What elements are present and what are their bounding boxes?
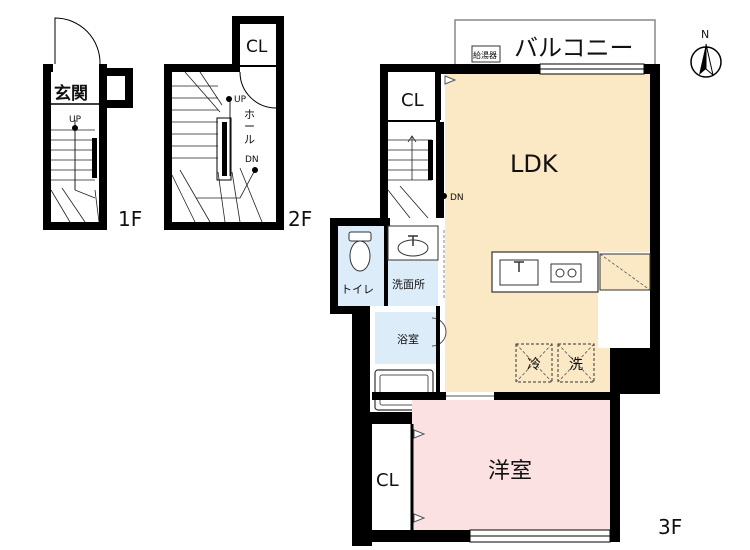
closet-bottom	[372, 424, 412, 530]
f2-closet-label: CL	[246, 37, 268, 57]
compass: N	[690, 28, 722, 78]
western-room-label: 洋室	[488, 459, 532, 484]
f2-down-label: DN	[245, 155, 259, 165]
stove-icon	[550, 263, 582, 283]
closet-top-label: CL	[401, 90, 424, 111]
f2-floor-label: 2F	[288, 207, 312, 231]
fridge-label: 冷	[527, 357, 541, 373]
ldk-label: LDK	[510, 150, 559, 178]
f2-hall-label-1: ホ	[244, 108, 255, 121]
bath-label: 浴室	[397, 332, 419, 346]
f2-hall-label-3: ル	[244, 133, 255, 146]
compass-north-label: N	[701, 28, 709, 41]
f1-up-label: UP	[69, 115, 82, 125]
compass-arrow-icon	[699, 44, 706, 75]
f3-down-marker-icon	[441, 193, 447, 199]
floor-1f: 玄関 UP 1F	[43, 17, 142, 231]
bath-room	[375, 312, 438, 364]
f3-down-label: DN	[450, 193, 464, 203]
f1-stairs	[50, 120, 100, 223]
f1-entrance-label: 玄関	[54, 83, 88, 104]
washer-space	[557, 343, 595, 383]
f1-up-marker-icon	[72, 125, 78, 131]
f1-floor-label: 1F	[118, 207, 142, 231]
toilet-icon	[349, 240, 371, 272]
f2-up-marker-icon	[226, 96, 232, 102]
floor-2f: CL UP DN ホ ー ル 2F	[164, 16, 312, 231]
closet-top	[388, 72, 438, 120]
f2-hall-label-2: ー	[244, 120, 255, 133]
f2-door-swing-icon	[239, 71, 277, 109]
ldk-room	[445, 74, 650, 392]
water-heater-label: 給湯器	[473, 50, 497, 60]
balcony-label: バルコニー	[514, 34, 634, 62]
water-heater	[471, 45, 501, 63]
washer-label: 洗	[569, 357, 583, 373]
fridge-space	[515, 343, 553, 383]
western-room	[412, 400, 610, 530]
toilet-label: トイレ	[341, 283, 374, 296]
washroom-label: 洗面所	[392, 278, 425, 291]
f2-stairs	[171, 71, 263, 223]
f2-down-marker-icon	[252, 167, 258, 173]
floor-3f: 給湯器 バルコニー CL	[330, 19, 682, 546]
f2-up-label: UP	[234, 95, 247, 105]
closet-bottom-label: CL	[376, 470, 399, 491]
f3-floor-label: 3F	[658, 515, 682, 539]
f1-door-swing-icon	[54, 17, 101, 65]
